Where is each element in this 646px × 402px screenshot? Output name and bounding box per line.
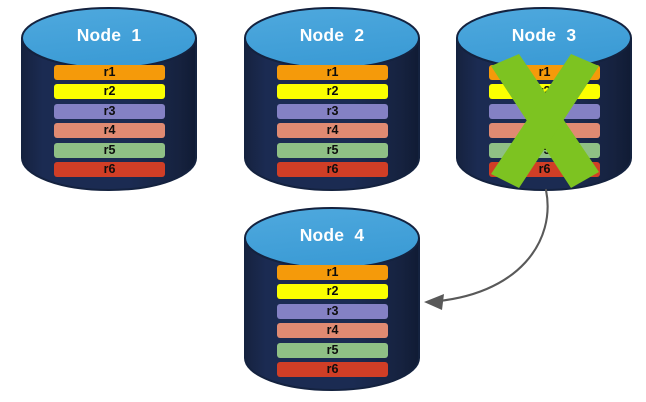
row-stack: r1 r2 r3 r4 r5 r6 bbox=[54, 65, 165, 180]
row-bar-r1[interactable]: r1 bbox=[277, 65, 388, 80]
row-bar-r2[interactable]: r2 bbox=[277, 84, 388, 100]
row-bar-r3[interactable]: r3 bbox=[489, 103, 600, 119]
row-bar-r4[interactable]: r4 bbox=[54, 123, 165, 139]
row-bar-r6[interactable]: r6 bbox=[277, 162, 388, 177]
row-bar-r5[interactable]: r5 bbox=[54, 142, 165, 158]
row-bar-r3[interactable]: r3 bbox=[54, 103, 165, 119]
row-bar-r3[interactable]: r3 bbox=[277, 103, 388, 119]
row-bar-r1[interactable]: r1 bbox=[489, 65, 600, 80]
row-bar-r5[interactable]: r5 bbox=[277, 142, 388, 158]
row-bar-r2[interactable]: r2 bbox=[54, 84, 165, 100]
row-bar-r1[interactable]: r1 bbox=[277, 265, 388, 280]
replication-arrow-line bbox=[426, 188, 549, 304]
row-bar-r3[interactable]: r3 bbox=[277, 303, 388, 319]
row-bar-r1[interactable]: r1 bbox=[54, 65, 165, 80]
row-bar-r2[interactable]: r2 bbox=[489, 84, 600, 100]
row-bar-r2[interactable]: r2 bbox=[277, 284, 388, 300]
row-bar-r5[interactable]: r5 bbox=[489, 142, 600, 158]
row-stack: r1 r2 r3 r4 r5 r6 bbox=[277, 65, 388, 180]
row-bar-r4[interactable]: r4 bbox=[277, 323, 388, 339]
row-stack: r1 r2 r3 r4 r5 r6 bbox=[277, 265, 388, 380]
row-bar-r4[interactable]: r4 bbox=[489, 123, 600, 139]
row-stack: r1 r2 r3 r4 r5 r6 bbox=[489, 65, 600, 180]
row-bar-r4[interactable]: r4 bbox=[277, 123, 388, 139]
cylinder-top-disc bbox=[244, 207, 420, 269]
row-bar-r6[interactable]: r6 bbox=[54, 162, 165, 177]
row-bar-r6[interactable]: r6 bbox=[489, 162, 600, 177]
cylinder-top-disc bbox=[456, 7, 632, 69]
cylinder-top-disc bbox=[244, 7, 420, 69]
cylinder-top-disc bbox=[21, 7, 197, 69]
row-bar-r6[interactable]: r6 bbox=[277, 362, 388, 377]
replication-arrow-head bbox=[424, 294, 444, 310]
row-bar-r5[interactable]: r5 bbox=[277, 342, 388, 358]
